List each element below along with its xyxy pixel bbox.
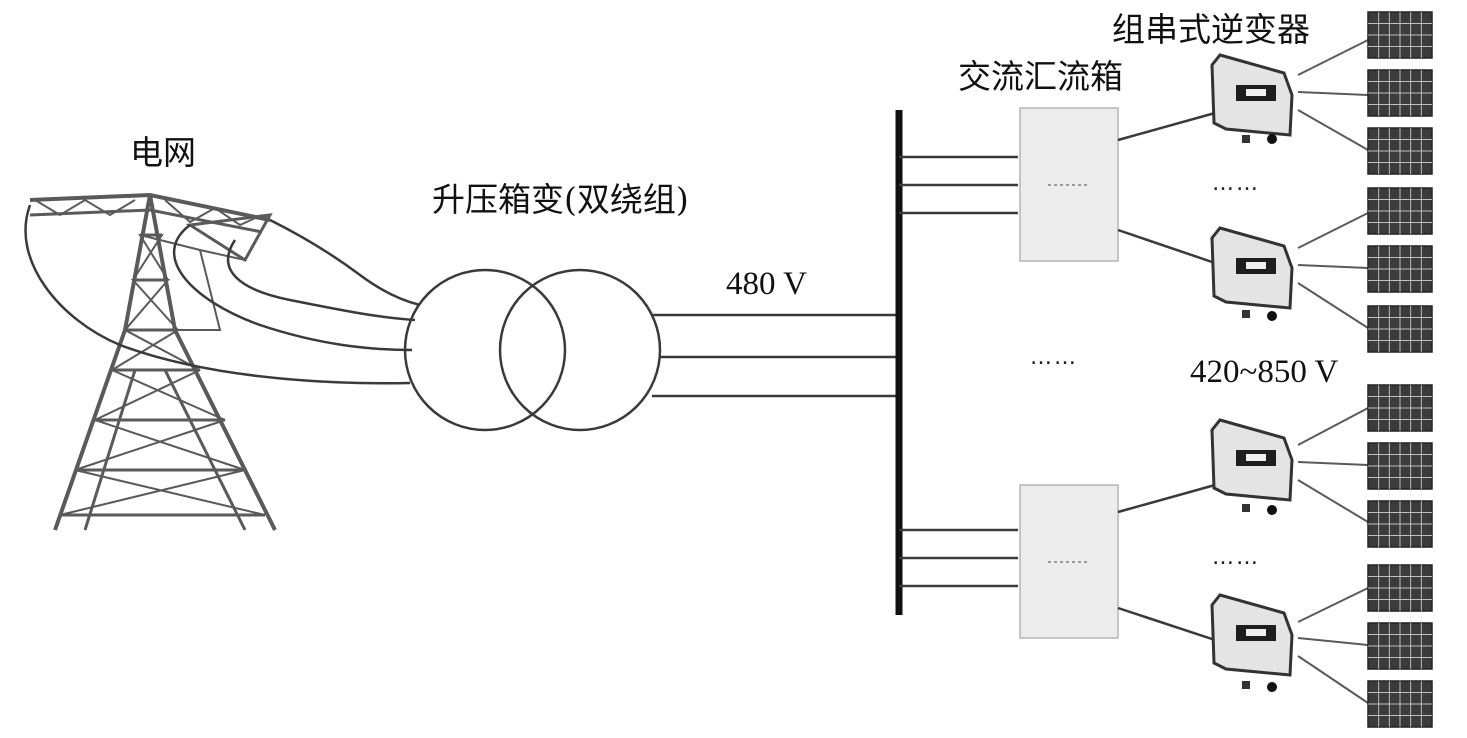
solar-panel-icon [1367,187,1433,235]
string-inverter-icon [1210,418,1294,515]
solar-panel-icon [1367,245,1433,293]
string-inverter-icon [1210,53,1294,144]
solar-panel-icon [1367,680,1433,728]
transmission-tower-icon [29,192,277,531]
inverter-ellipsis-top: …… [1212,171,1260,196]
solar-panel-icon [1367,11,1433,59]
busbar-feeders [899,155,1018,588]
solar-panel-icon [1367,622,1433,670]
string-inverter-label: 组串式逆变器 [1112,10,1310,49]
solar-panel-icon [1367,442,1433,490]
transformer-primary-winding [403,268,567,432]
ac-lines-480v [652,313,898,398]
solar-panel-icon [1367,500,1433,548]
transformer-symbol [403,268,662,432]
dc-string-lines [1297,39,1369,704]
combiner-ellipsis: …… [1030,345,1078,370]
solar-panel-icon [1367,384,1433,432]
solar-panel-array [1367,11,1433,728]
solar-panel-icon [1367,69,1433,117]
inverter-ellipsis-bottom: …… [1212,545,1260,570]
ac-combiner-box-icon [1019,484,1119,639]
solar-panel-icon [1367,564,1433,612]
combiner-inverter-lines [1117,111,1216,642]
dc-voltage-label: 420~850 V [1190,354,1339,390]
ac-voltage-label: 480 V [726,266,807,302]
transformer-label: 升压箱变(双绕组) [432,180,689,219]
ac-combiner-box-icon [1019,107,1119,262]
string-inverter-icon [1210,226,1294,321]
grid-label: 电网 [130,133,196,172]
solar-panel-icon [1367,305,1433,353]
transmission-lines [24,204,421,385]
solar-panel-icon [1367,127,1433,175]
combiner-box-label: 交流汇流箱 [958,57,1123,96]
string-inverter-icon [1210,593,1294,692]
transformer-secondary-winding [498,268,662,432]
